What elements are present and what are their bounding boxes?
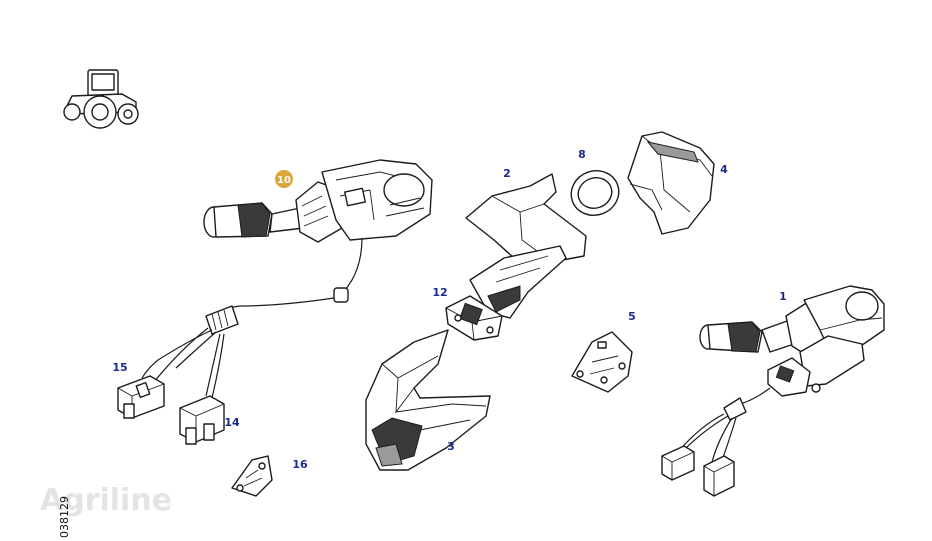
- part-14-connector[interactable]: [179, 395, 225, 445]
- callout-2[interactable]: 2: [503, 167, 511, 180]
- callout-16[interactable]: 16: [292, 458, 308, 471]
- part-5-bracket[interactable]: [571, 331, 633, 393]
- callout-3[interactable]: 3: [447, 440, 455, 453]
- callout-12[interactable]: 12: [432, 286, 447, 299]
- callout-10[interactable]: 10: [275, 170, 293, 188]
- watermark: Agriline: [40, 483, 172, 518]
- svg-text:15: 15: [112, 361, 127, 374]
- svg-text:5: 5: [628, 310, 636, 323]
- svg-text:1: 1: [779, 290, 787, 303]
- callout-4[interactable]: 4: [720, 163, 728, 176]
- part-16-bracket[interactable]: [231, 455, 273, 497]
- part-3-lower-shroud[interactable]: [365, 329, 491, 471]
- svg-text:3: 3: [447, 440, 455, 453]
- part-1-combination-switch[interactable]: [661, 285, 885, 497]
- part-4-shroud[interactable]: [627, 131, 715, 235]
- callout-8[interactable]: 8: [578, 148, 586, 161]
- callout-14[interactable]: 14: [224, 416, 240, 429]
- reference-code: 038129: [58, 496, 71, 538]
- svg-text:12: 12: [432, 286, 447, 299]
- svg-text:2: 2: [503, 167, 511, 180]
- tractor-icon: [63, 69, 139, 129]
- part-15-connector[interactable]: [117, 375, 165, 419]
- svg-text:14: 14: [224, 416, 240, 429]
- callout-5[interactable]: 5: [628, 310, 636, 323]
- part-2-cowl[interactable]: [465, 173, 587, 319]
- svg-text:16: 16: [292, 458, 308, 471]
- part-8-ring[interactable]: [565, 164, 625, 222]
- svg-text:4: 4: [720, 163, 728, 176]
- part-12-switch[interactable]: [445, 295, 503, 341]
- callout-1[interactable]: 1: [779, 290, 787, 303]
- part-10-combination-switch[interactable]: [141, 159, 433, 399]
- callout-15[interactable]: 15: [112, 361, 127, 374]
- svg-text:8: 8: [578, 148, 586, 161]
- svg-text:10: 10: [277, 175, 291, 186]
